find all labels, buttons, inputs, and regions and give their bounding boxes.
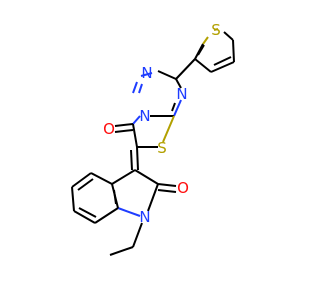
bond-benz-4: [73, 210, 96, 224]
bond-triazole-n-n: [140, 72, 153, 77]
bond-benz-3: [71, 186, 75, 212]
bond-thiazole-s-c: [162, 115, 175, 143]
bond-benz-2: [71, 172, 92, 188]
bond-indole-c3-c3a: [111, 169, 136, 185]
bond-triazole-n3-c: [173, 99, 182, 117]
bond-thiazole-c-c: [132, 123, 138, 148]
bond-thiophene-c5-c4: [210, 61, 235, 73]
bond-thiophene-c4-c3: [232, 39, 235, 63]
bond-thiophene-c1-c2-double: [197, 44, 205, 56]
bond-benz-5: [94, 207, 119, 224]
bond-benz-2-double: [77, 178, 94, 191]
bond-exocyclic: [136, 146, 139, 171]
bond-triazole-c-n3: [175, 78, 182, 89]
bond-triazole-n-n2: [132, 81, 138, 94]
atom-n-triazole-1: N: [141, 64, 152, 82]
atom-o-thiazolone: O: [103, 120, 115, 138]
bond-thiophene-c5-c4-double: [213, 56, 232, 66]
bond-indole-c3-c2: [134, 169, 159, 185]
bond-benz-1: [90, 172, 113, 185]
bond-benz-6-double: [113, 189, 117, 205]
bond-thiophene-s-c2: [202, 36, 209, 45]
bond-thiophene-s-c3b: [213, 28, 219, 31]
atom-s-thiazole: S: [157, 139, 167, 157]
bond-triazole-n-n2-double: [138, 83, 143, 94]
bond-benz-4-double: [78, 207, 97, 218]
atom-o-indolone: O: [177, 179, 189, 197]
bond-thiophene-c1-c5: [194, 58, 212, 73]
bond-indole-c2-o: [157, 183, 177, 187]
triazole-ring: [132, 70, 182, 117]
bond-triazole-double: [171, 102, 176, 112]
bond-exocyclic-double: [130, 149, 133, 171]
bond-indole-c2-o-double: [157, 189, 177, 193]
thiophene-ring: [194, 28, 235, 73]
atom-n-triazole-2: N: [176, 85, 187, 103]
atom-s-thiophene: S: [211, 21, 221, 39]
thiazolone-ring: [114, 115, 175, 148]
bond-thiazole-c-o-double: [114, 129, 134, 133]
bond-indole-c2-n: [147, 183, 159, 212]
atom-n-indole: N: [139, 208, 150, 226]
bond-ch2-ch3: [109, 246, 134, 256]
bond-thiazole-n-c: [132, 115, 141, 125]
bond-indole-n-c7a: [117, 207, 141, 217]
atom-n-triazole-3: N: [139, 107, 150, 125]
molecule-structure: S N N N O S O N: [71, 21, 235, 256]
atom-labels: S N N N O S O N: [103, 21, 221, 226]
benzene-ring: [71, 172, 119, 224]
bond-triazole-c-n: [157, 70, 177, 80]
bond-thiazole-c-o: [114, 123, 134, 127]
bond-thiophene-triazole: [175, 58, 196, 80]
bond-thiophene-c3-s: [223, 31, 234, 41]
bond-n-ch2: [132, 222, 143, 248]
